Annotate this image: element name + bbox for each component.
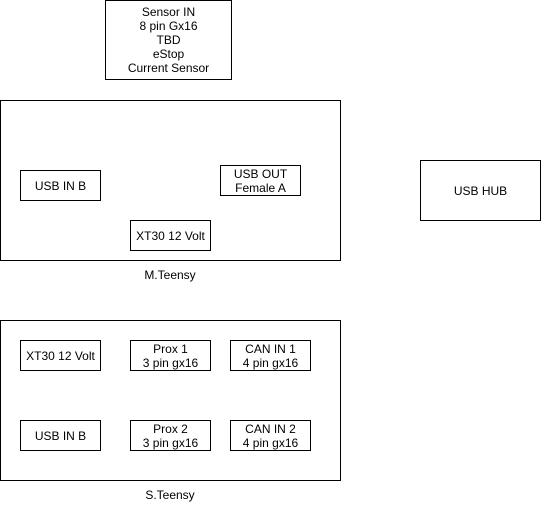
s-teensy-xt30: XT30 12 Volt	[20, 340, 101, 371]
m-teensy-usb-out: USB OUT Female A	[220, 165, 301, 196]
m-teensy-usb-in: USB IN B	[20, 170, 101, 201]
sensor-in-estop: eStop	[152, 47, 185, 61]
s-teensy-can2-line1: CAN IN 2	[245, 421, 296, 436]
s-teensy-prox2-line1: Prox 2	[153, 421, 188, 436]
m-teensy-usb-in-label: USB IN B	[34, 178, 87, 193]
usb-hub-box: USB HUB	[420, 160, 541, 221]
s-teensy-prox1-line2: 3 pin gx16	[142, 355, 199, 370]
usb-hub-label: USB HUB	[453, 183, 508, 198]
sensor-in-connector: 8 pin Gx16	[139, 19, 198, 33]
s-teensy-prox2-line2: 3 pin gx16	[142, 435, 199, 450]
m-teensy-usb-out-line2: Female A	[235, 180, 286, 195]
s-teensy-caption: S.Teensy	[145, 488, 195, 502]
m-teensy-xt30: XT30 12 Volt	[130, 220, 211, 251]
s-teensy-usb-in-label: USB IN B	[34, 428, 87, 443]
s-teensy-can1-line1: CAN IN 1	[245, 341, 296, 356]
s-teensy-prox1: Prox 1 3 pin gx16	[130, 340, 211, 371]
sensor-in-current-sensor: Current Sensor	[127, 61, 210, 75]
s-teensy-can1-line2: 4 pin gx16	[242, 355, 299, 370]
sensor-in-box: Sensor IN 8 pin Gx16 TBD eStop Current S…	[105, 0, 232, 80]
sensor-in-tbd: TBD	[156, 33, 181, 47]
s-teensy-can2: CAN IN 2 4 pin gx16	[230, 420, 311, 451]
s-teensy-can1: CAN IN 1 4 pin gx16	[230, 340, 311, 371]
s-teensy-can2-line2: 4 pin gx16	[242, 435, 299, 450]
s-teensy-usb-in: USB IN B	[20, 420, 101, 451]
s-teensy-xt30-label: XT30 12 Volt	[26, 348, 95, 363]
sensor-in-title: Sensor IN	[141, 5, 196, 19]
m-teensy-xt30-label: XT30 12 Volt	[136, 228, 205, 243]
s-teensy-prox1-line1: Prox 1	[153, 341, 188, 356]
m-teensy-usb-out-line1: USB OUT	[233, 166, 288, 181]
m-teensy-caption: M.Teensy	[144, 268, 196, 282]
s-teensy-prox2: Prox 2 3 pin gx16	[130, 420, 211, 451]
